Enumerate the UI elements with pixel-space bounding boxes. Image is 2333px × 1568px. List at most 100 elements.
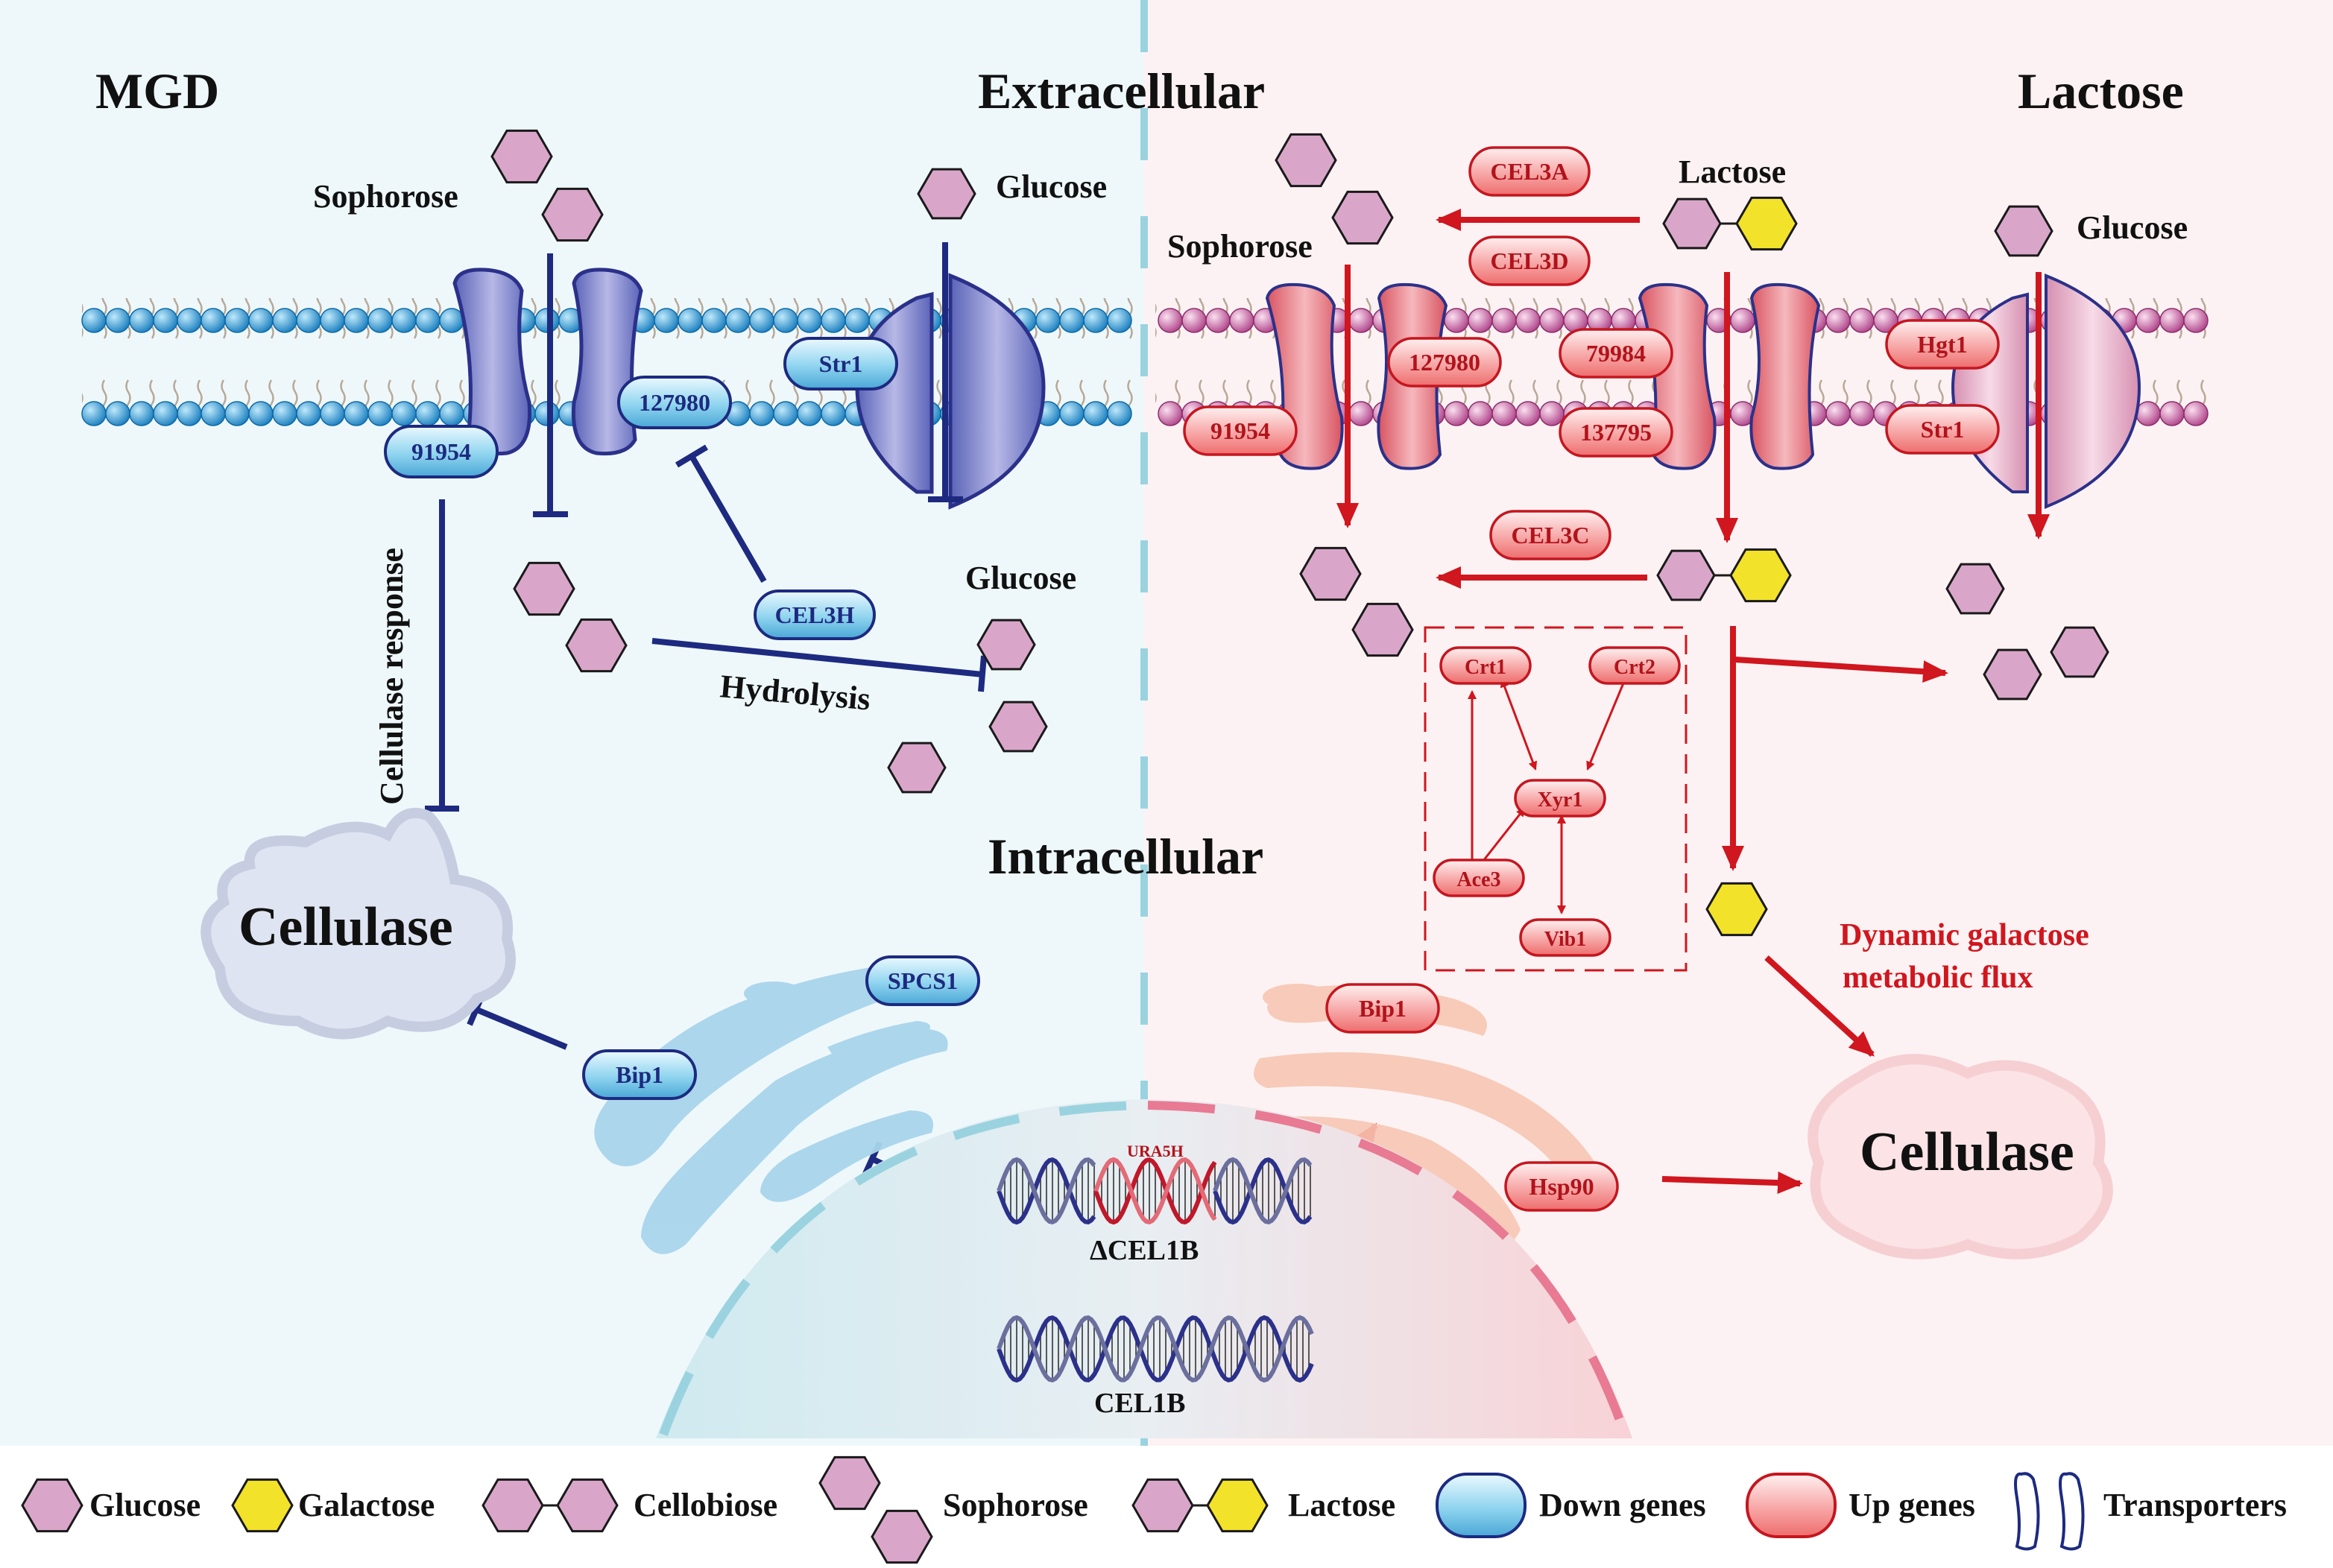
up-gene-pill: 79984 (1559, 328, 1673, 379)
right-arrows (1309, 209, 2050, 1224)
ura5h-label: URA5H (1127, 1142, 1184, 1160)
svg-text:91954: 91954 (411, 438, 471, 465)
cellulase-response-label: Cellulase response (373, 548, 410, 805)
svg-text:CEL3A: CEL3A (1491, 158, 1569, 185)
up-gene-pill: Xyr1 (1514, 779, 1606, 818)
legend-sophorose-icon (818, 1455, 881, 1511)
svg-text:Crt1: Crt1 (1465, 656, 1506, 679)
legend-glucose-icon (21, 1478, 83, 1533)
left-sophorose-label: Sophorose (313, 178, 458, 215)
svg-text:SPCS1: SPCS1 (888, 967, 958, 994)
legend-glucose: Glucose (89, 1487, 201, 1523)
right-title: Lactose (2018, 63, 2184, 119)
dna-helices (997, 1157, 1314, 1383)
gene-pills: 91954127980Str1CEL3HSPCS1Bip1CEL3ACEL3DC… (384, 146, 2000, 1212)
svg-text:137795: 137795 (1580, 419, 1652, 446)
down-gene-pill: Str1 (783, 337, 898, 391)
down-gene-pill: 127980 (617, 376, 732, 429)
svg-text:Crt2: Crt2 (1614, 656, 1655, 679)
up-gene-pill: Crt1 (1439, 646, 1532, 685)
svg-text:127980: 127980 (1409, 349, 1480, 376)
svg-text:91954: 91954 (1210, 417, 1270, 444)
down-gene-pill: SPCS1 (865, 955, 980, 1006)
left-glucose-label: Glucose (996, 168, 1107, 205)
cel1b-label: CEL1B (1094, 1388, 1185, 1419)
cellulase-left-label: Cellulase (239, 897, 453, 958)
regulator-box (1424, 626, 1688, 972)
sophorose-icon (490, 129, 553, 184)
legend-up-genes: Up genes (1849, 1487, 1975, 1523)
svg-text:CEL3C: CEL3C (1512, 522, 1590, 549)
legend-sophorose: Sophorose (943, 1487, 1088, 1523)
glucose-icon (976, 619, 1036, 671)
up-gene-pill: Ace3 (1433, 859, 1525, 897)
up-gene-pill: Hgt1 (1885, 319, 2000, 370)
galactose-icon (1729, 548, 1792, 603)
cellobiose-icon (1351, 602, 1414, 657)
down-gene-pill: 91954 (384, 425, 499, 478)
cellulase-cloud-left (201, 808, 516, 1040)
right-sophorose-label: Sophorose (1167, 228, 1313, 265)
up-gene-pill: CEL3D (1468, 235, 1591, 286)
flux-label-1: Dynamic galactose (1840, 918, 2089, 952)
svg-text:Str1: Str1 (819, 350, 863, 377)
sophorose-icon (1275, 133, 1337, 188)
legend-down-gene-icon (1436, 1473, 1527, 1538)
galactose-icon (1705, 882, 1768, 937)
galactose-icon (1735, 196, 1798, 251)
svg-text:Hgt1: Hgt1 (1917, 331, 1968, 358)
legend-cellobiose-icon (482, 1478, 544, 1533)
dcel1b-label: ΔCEL1B (1090, 1235, 1199, 1266)
lactose-icon (1656, 549, 1716, 601)
legend-cellobiose: Cellobiose (634, 1487, 777, 1523)
svg-text:127980: 127980 (639, 389, 710, 416)
left-title: MGD (95, 63, 219, 119)
glucose-icon (887, 742, 947, 794)
svg-text:CEL3H: CEL3H (775, 601, 855, 628)
legend-down-genes: Down genes (1539, 1487, 1706, 1523)
glucose-icon (1983, 648, 2042, 701)
nucleus (656, 1099, 1632, 1438)
svg-text:79984: 79984 (1586, 340, 1646, 367)
legend-lactose-icon (1131, 1478, 1194, 1533)
legend-sophorose-icon (871, 1509, 933, 1564)
cellulase-right-label: Cellulase (1860, 1122, 2074, 1183)
up-gene-pill: 127980 (1387, 337, 1502, 388)
svg-text:Hsp90: Hsp90 (1529, 1173, 1594, 1200)
up-gene-pill: Crt2 (1588, 646, 1681, 685)
svg-text:Bip1: Bip1 (616, 1061, 663, 1088)
glucose-icon (988, 701, 1048, 753)
legend-galactose: Galactose (298, 1487, 435, 1523)
down-gene-pill: CEL3H (754, 589, 876, 640)
legend-transporter-icon (2014, 1472, 2040, 1551)
cellobiose-icon (1299, 546, 1362, 601)
er-left (594, 961, 956, 1254)
up-gene-pill: 91954 (1183, 405, 1298, 456)
up-gene-pill: CEL3C (1489, 510, 1611, 560)
flux-label-2: metabolic flux (1843, 961, 2033, 995)
left-glucose-label-2: Glucose (965, 560, 1076, 596)
down-gene-pill: Bip1 (582, 1049, 697, 1100)
glucose-icon (1945, 563, 2005, 615)
regulator-links (1468, 678, 1626, 914)
svg-text:Vib1: Vib1 (1544, 928, 1587, 951)
cellobiose-icon (513, 561, 575, 616)
legend-galactose-icon (231, 1478, 294, 1533)
glucose-icon (1994, 205, 2053, 257)
legend-transporter-icon (2059, 1472, 2085, 1551)
up-gene-pill: CEL3A (1468, 146, 1591, 197)
legend-up-gene-icon (1746, 1473, 1837, 1538)
svg-text:Xyr1: Xyr1 (1538, 788, 1583, 812)
up-gene-pill: Str1 (1885, 404, 2000, 455)
sugar-molecules (490, 129, 2109, 937)
sophorose-icon (1331, 190, 1394, 245)
up-gene-pill: Hsp90 (1504, 1161, 1619, 1212)
glucose-icon (2050, 626, 2109, 678)
cellulase-cloud-right (1808, 1054, 2113, 1259)
right-lactose-label: Lactose (1679, 154, 1786, 190)
right-glucose-label: Glucose (2077, 209, 2188, 246)
svg-text:Ace3: Ace3 (1456, 868, 1500, 891)
lactose-icon (1662, 197, 1722, 250)
